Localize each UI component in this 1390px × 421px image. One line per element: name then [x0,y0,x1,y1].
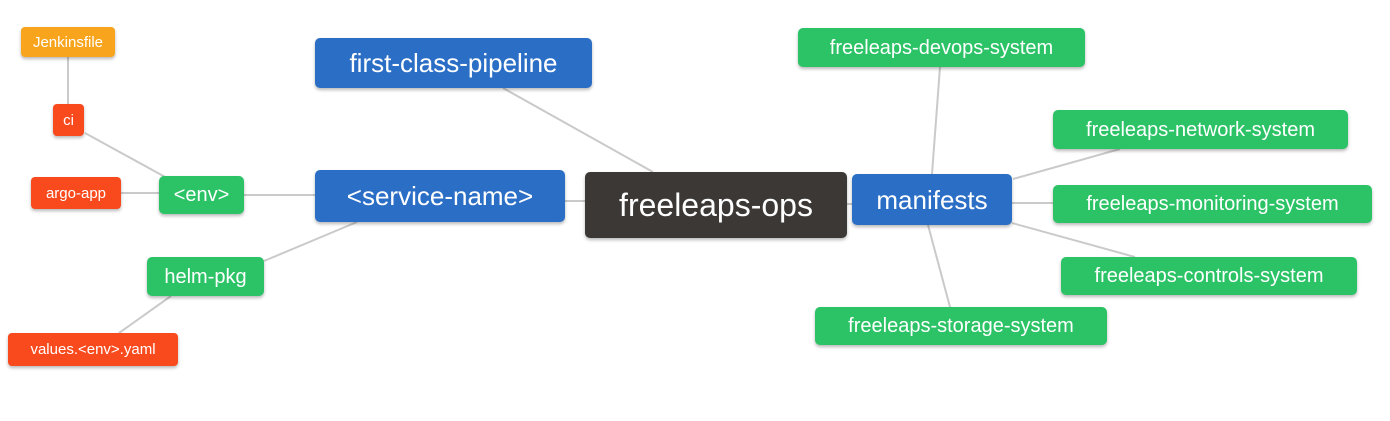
mindmap-node-devops-system[interactable]: freeleaps-devops-system [798,28,1085,67]
node-label: argo-app [45,184,107,202]
edge-manifests-to-devops-system [931,66,941,175]
node-label: freeleaps-network-system [1086,118,1315,141]
node-label: freeleaps-devops-system [829,36,1054,59]
mindmap-node-ci[interactable]: ci [53,104,84,136]
edge-values-env-yaml-to-helm-pkg [118,295,172,334]
mindmap-node-values-env-yaml[interactable]: values.<env>.yaml [8,333,178,366]
mindmap-node-first-class-pipeline[interactable]: first-class-pipeline [315,38,592,88]
node-label: manifests [876,184,988,215]
mindmap-node-helm-pkg[interactable]: helm-pkg [147,257,264,296]
node-label: helm-pkg [164,265,247,288]
mindmap-node-jenkinsfile[interactable]: Jenkinsfile [21,27,115,57]
node-label: first-class-pipeline [349,48,558,78]
mindmap-node-env[interactable]: <env> [159,176,244,214]
node-label: Jenkinsfile [32,33,104,51]
mindmap-node-monitoring-system[interactable]: freeleaps-monitoring-system [1053,185,1372,223]
edge-manifests-to-storage-system [927,224,951,308]
mindmap-node-network-system[interactable]: freeleaps-network-system [1053,110,1348,149]
node-label: values.<env>.yaml [30,341,156,358]
node-label: freeleaps-monitoring-system [1086,193,1339,215]
edge-helm-pkg-to-service-name [263,221,358,262]
edge-first-class-pipeline-to-freeleaps-ops [502,87,654,173]
edge-manifests-to-controls-system [1011,222,1136,258]
mindmap-node-argo-app[interactable]: argo-app [31,177,121,209]
mindmap-node-service-name[interactable]: <service-name> [315,170,565,222]
mindmap-node-storage-system[interactable]: freeleaps-storage-system [815,307,1107,345]
node-label: freeleaps-controls-system [1094,265,1324,287]
mindmap-node-controls-system[interactable]: freeleaps-controls-system [1061,257,1357,295]
mindmap-node-freeleaps-ops[interactable]: freeleaps-ops [585,172,847,238]
node-label: freeleaps-storage-system [848,315,1074,337]
node-label: ci [63,111,74,129]
mindmap-node-manifests[interactable]: manifests [852,174,1012,225]
edge-manifests-to-network-system [1012,148,1121,180]
node-label: <env> [173,184,230,206]
edge-ci-to-env [84,132,168,179]
node-label: freeleaps-ops [619,187,813,223]
node-label: <service-name> [346,181,534,211]
